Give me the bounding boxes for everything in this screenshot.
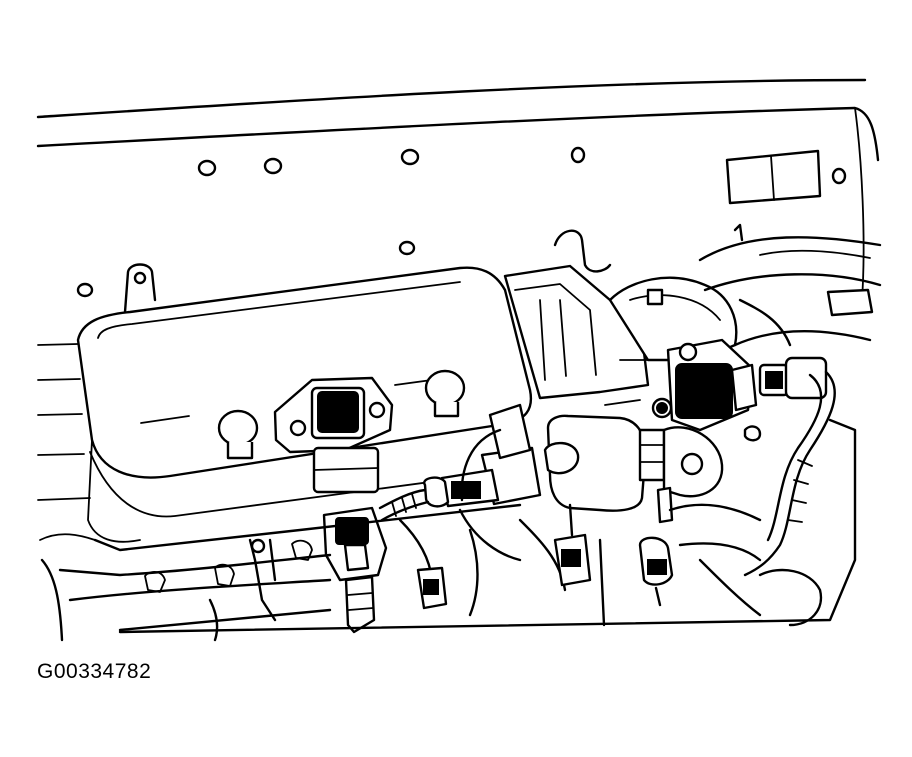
throttle-position-sensor bbox=[651, 338, 758, 432]
map-sensor bbox=[273, 376, 394, 494]
figure-id-label: G00334782 bbox=[37, 660, 152, 683]
intake-hoses bbox=[698, 223, 882, 347]
throttle-body-assembly bbox=[503, 229, 738, 400]
hood-edge-lines bbox=[36, 78, 880, 301]
lower-engine-block bbox=[40, 359, 857, 642]
fender-lines bbox=[37, 343, 96, 541]
sensor-connector-right bbox=[743, 356, 836, 577]
firewall-label-plate bbox=[725, 149, 822, 205]
idle-control-valve bbox=[543, 414, 724, 524]
firewall-rivets bbox=[76, 146, 847, 298]
cover-bolts bbox=[217, 369, 466, 460]
injector-connector-center bbox=[378, 403, 542, 522]
